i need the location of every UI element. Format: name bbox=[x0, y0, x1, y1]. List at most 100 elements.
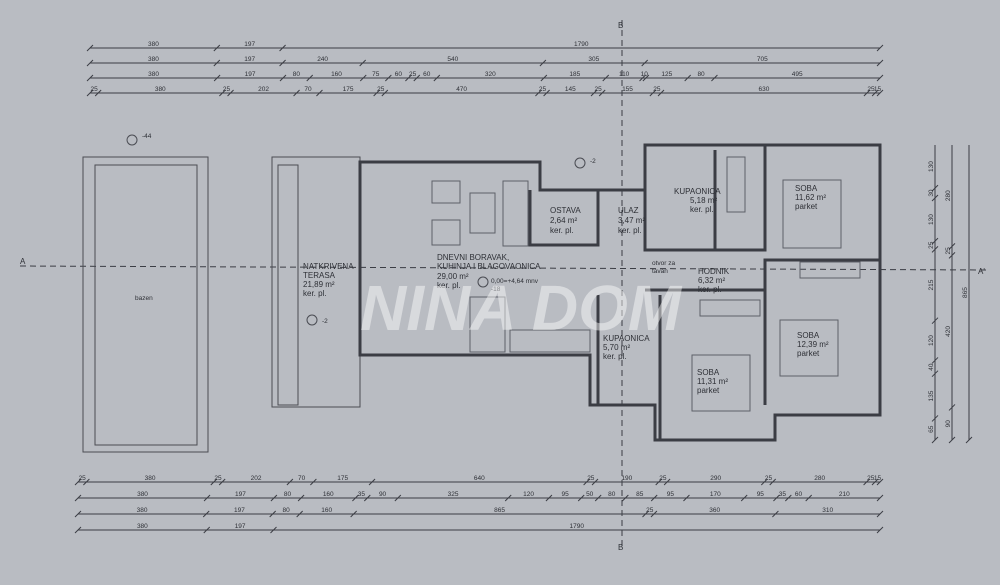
terrace-level: -2 bbox=[322, 318, 328, 325]
dimension-tick bbox=[931, 194, 939, 202]
dimension-value: 15 bbox=[874, 475, 882, 482]
dimension-value: 380 bbox=[148, 56, 159, 63]
dimension-value: 25 bbox=[214, 475, 222, 482]
dimension-value: 197 bbox=[244, 41, 255, 48]
axis-a-right-label: A' bbox=[978, 267, 985, 276]
dimension-tick bbox=[784, 494, 792, 502]
room-name: NATKRIVENA bbox=[303, 262, 354, 271]
dimension-tick bbox=[270, 494, 278, 502]
dimension-tick bbox=[769, 478, 777, 486]
dimension-tick bbox=[94, 89, 102, 97]
dimension-value: 25 bbox=[659, 475, 667, 482]
dimension-value: 25 bbox=[928, 241, 935, 249]
dimension-tick bbox=[504, 494, 512, 502]
dimension-value: 80 bbox=[608, 491, 616, 498]
room-bathroom-1: KUPAONICA 5,18 m² ker. pl. bbox=[674, 187, 721, 214]
dimension-tick bbox=[876, 494, 884, 502]
dimension-tick bbox=[931, 370, 939, 378]
room-name: KUPAONICA bbox=[603, 334, 650, 343]
section-axis-a bbox=[19, 265, 991, 271]
dimension-tick bbox=[863, 89, 871, 97]
room-area: 6,32 m² bbox=[698, 276, 725, 285]
dimension-tick bbox=[359, 59, 367, 67]
room-name: SOBA bbox=[795, 184, 818, 193]
dimension-value: 35 bbox=[358, 491, 366, 498]
dimension-value: 60 bbox=[423, 71, 431, 78]
dimension-tick bbox=[583, 478, 590, 486]
dimension-value: 25 bbox=[867, 86, 875, 93]
dimension-value: 420 bbox=[945, 326, 952, 337]
room-floor: ker. pl. bbox=[698, 285, 722, 294]
dimension-tick bbox=[655, 478, 663, 486]
dimension-value: 640 bbox=[474, 475, 485, 482]
dimension-value: 1790 bbox=[570, 523, 585, 530]
dimension-tick bbox=[948, 404, 956, 411]
room-area: 5,70 m² bbox=[603, 343, 630, 352]
dimension-value: 95 bbox=[667, 491, 675, 498]
dimension-value: 25 bbox=[945, 247, 952, 255]
dimension-value: 25 bbox=[587, 475, 595, 482]
level-marker-icon bbox=[477, 276, 489, 288]
dimension-tick bbox=[650, 510, 658, 518]
dimension-tick bbox=[350, 510, 358, 518]
room-floor: ker. pl. bbox=[618, 226, 642, 235]
room-area: 5,18 m² bbox=[690, 196, 717, 205]
dimension-value: 197 bbox=[244, 56, 255, 63]
dimension-value: 175 bbox=[337, 475, 348, 482]
dimension-tick bbox=[602, 74, 610, 82]
room-name: SOBA bbox=[797, 331, 820, 340]
dimension-tick bbox=[740, 494, 748, 502]
dimension-value: 70 bbox=[298, 475, 306, 482]
dimension-value: 380 bbox=[145, 475, 156, 482]
bathroom-walls bbox=[643, 145, 767, 252]
dimension-value: 705 bbox=[757, 56, 768, 63]
room-name: ULAZ bbox=[618, 206, 639, 215]
dimension-tick bbox=[86, 89, 94, 97]
dimension-value: 240 bbox=[317, 56, 328, 63]
dimension-value: 75 bbox=[372, 71, 380, 78]
dimension-value: 25 bbox=[867, 475, 875, 482]
dimension-tick bbox=[86, 74, 94, 82]
dimension-tick bbox=[203, 526, 211, 534]
room-area: 29,00 m² bbox=[437, 272, 469, 281]
level-marker-icon bbox=[574, 157, 586, 169]
interior-wall bbox=[596, 290, 767, 440]
pool-level: -44 bbox=[142, 133, 152, 140]
dimension-tick bbox=[83, 478, 90, 486]
room-hallway: HODNIK 6,32 m² ker. pl. otvor za tavan bbox=[652, 260, 730, 294]
dimension-tick bbox=[213, 44, 221, 52]
dimension-tick bbox=[642, 74, 650, 82]
dimension-tick bbox=[642, 510, 649, 518]
dimension-value: 865 bbox=[494, 507, 505, 514]
dimension-tick bbox=[965, 436, 973, 444]
dimension-value: 80 bbox=[284, 491, 292, 498]
dimension-value: 630 bbox=[759, 86, 770, 93]
room-name: KUPAONICA bbox=[674, 187, 721, 196]
dimension-value: 25 bbox=[594, 86, 602, 93]
level-marker-icon bbox=[306, 314, 318, 326]
dimension-tick bbox=[931, 184, 939, 192]
dimension-tick bbox=[683, 494, 690, 502]
dimension-tick bbox=[663, 478, 671, 486]
dimension-value: 380 bbox=[148, 41, 159, 48]
dimension-tick bbox=[931, 246, 939, 253]
dimension-value: 305 bbox=[588, 56, 599, 63]
dimension-tick bbox=[279, 44, 286, 52]
dimension-value: 380 bbox=[155, 86, 166, 93]
dimension-value: 280 bbox=[814, 475, 825, 482]
dimension-tick bbox=[213, 74, 221, 82]
dimension-tick bbox=[931, 357, 939, 364]
room-area: 2,64 m² bbox=[550, 216, 577, 225]
dimension-tick bbox=[931, 436, 939, 444]
dimension-tick bbox=[590, 89, 598, 97]
dimension-tick bbox=[540, 74, 548, 82]
axis-b-top-label: B bbox=[618, 21, 623, 30]
dimension-value: 175 bbox=[343, 86, 354, 93]
dimension-tick bbox=[649, 89, 657, 97]
dimension-tick bbox=[543, 89, 550, 97]
dimension-tick bbox=[545, 494, 553, 502]
dimension-value: 325 bbox=[448, 491, 459, 498]
dimension-value: 197 bbox=[245, 71, 256, 78]
pool-label: bazen bbox=[135, 295, 153, 302]
